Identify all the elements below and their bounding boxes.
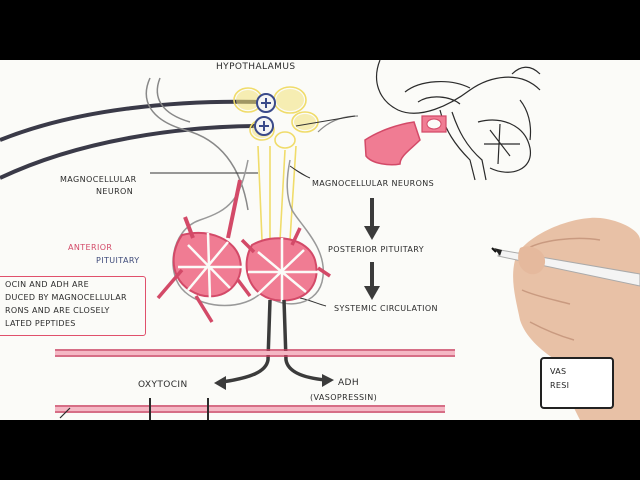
posterior-pituitary-label: POSTERIOR PITUITARY: [328, 245, 425, 254]
anterior-pituitary-label-line2: PITUITARY: [96, 256, 140, 265]
systemic-circulation-label: SYSTEMIC CIRCULATION: [334, 304, 438, 313]
blood-vessel-top: [55, 349, 455, 357]
oxytocin-label: OXYTOCIN: [138, 380, 188, 390]
anterior-pituitary-label-line1: ANTERIOR: [68, 243, 113, 252]
note-line-1: OCIN AND ADH ARE: [5, 280, 90, 289]
note-box: OCIN AND ADH ARE DUCED BY MAGNOCELLULAR …: [0, 276, 146, 336]
hypothalamus-outline: [145, 77, 249, 211]
excitatory-synapse-icon-1: [256, 93, 276, 113]
excitatory-synapse-icon-2: [254, 116, 274, 136]
brain-sagittal-sketch: [376, 60, 541, 181]
adh-label: ADH: [338, 378, 360, 388]
vasoconstriction-box: VAS RESI: [540, 357, 614, 409]
vasopressin-label: (VASOPRESSIN): [310, 393, 378, 402]
magnocellular-neuron-label-line1: MAGNOCELLULAR: [60, 175, 137, 184]
vaso-box-line-2: RESI: [550, 381, 570, 390]
brain-highlight: [364, 115, 447, 166]
axon-line-top: [0, 99, 263, 142]
whiteboard: HYPOTHALAMUS MAGNOCELLULAR NEURON MAGNOC…: [0, 60, 640, 420]
hypothalamus-label: HYPOTHALAMUS: [216, 62, 296, 72]
note-line-3: RONS AND ARE CLOSELY: [5, 306, 110, 315]
anterior-pituitary-shape: [156, 179, 252, 323]
posterior-pituitary-shape: [240, 227, 331, 302]
note-line-2: DUCED BY MAGNOCELLULAR: [5, 293, 127, 302]
magnocellular-neurons-label: MAGNOCELLULAR NEURONS: [312, 179, 435, 188]
note-line-4: LATED PEPTIDES: [5, 319, 76, 328]
vaso-box-line-1: VAS: [550, 367, 567, 376]
axon-line-bottom: [0, 124, 263, 180]
blood-vessel-bottom: [55, 405, 445, 413]
magnocellular-neuron-label-line2: NEURON: [96, 187, 134, 196]
